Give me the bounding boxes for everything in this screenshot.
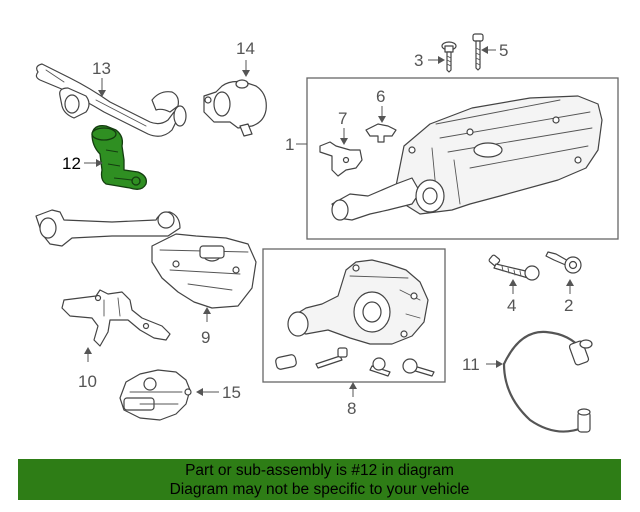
callout-2: 2 (564, 296, 573, 315)
callout-7: 7 (338, 109, 347, 128)
callout-4: 4 (507, 296, 516, 315)
part-12-elbow-highlighted[interactable] (91, 125, 147, 190)
callout-14: 14 (236, 39, 255, 58)
group-box-part-1 (306, 77, 619, 240)
part-1-supercharger[interactable] (331, 95, 603, 221)
callout-1: 1 (285, 135, 294, 154)
part-10-bracket[interactable] (61, 289, 171, 347)
footer-line-2: Diagram may not be specific to your vehi… (169, 481, 470, 498)
footer-line-1: Part or sub-assembly is #12 in diagram (185, 462, 454, 479)
part-11-sensor-cable[interactable] (502, 330, 593, 433)
callout-11: 11 (462, 355, 480, 374)
callout-13: 13 (92, 59, 111, 78)
part-2-bolt[interactable] (545, 251, 582, 274)
callout-5: 5 (499, 41, 508, 60)
group-box-part-8 (262, 248, 446, 383)
part-7-bracket[interactable] (319, 141, 363, 177)
part-14-actuator[interactable] (203, 79, 267, 137)
part-3-bolt[interactable] (441, 41, 457, 73)
part-9-throttle-assembly[interactable] (35, 209, 257, 309)
footer-notice-banner: Part or sub-assembly is #12 in diagram D… (18, 459, 621, 500)
callout-9: 9 (201, 328, 210, 347)
callout-15: 15 (222, 383, 241, 402)
part-4-bolt[interactable] (488, 254, 540, 281)
part-13-breather-hose[interactable] (35, 63, 187, 137)
part-5-bolt[interactable] (472, 33, 484, 71)
part-6-clip[interactable] (365, 123, 397, 143)
callout-3: 3 (414, 51, 423, 70)
callout-6: 6 (376, 87, 385, 106)
part-15-sensor[interactable] (119, 369, 192, 421)
callout-12: 12 (62, 154, 81, 173)
part-8-housing[interactable] (275, 259, 435, 377)
callout-10: 10 (78, 372, 97, 391)
callout-8: 8 (347, 399, 356, 418)
